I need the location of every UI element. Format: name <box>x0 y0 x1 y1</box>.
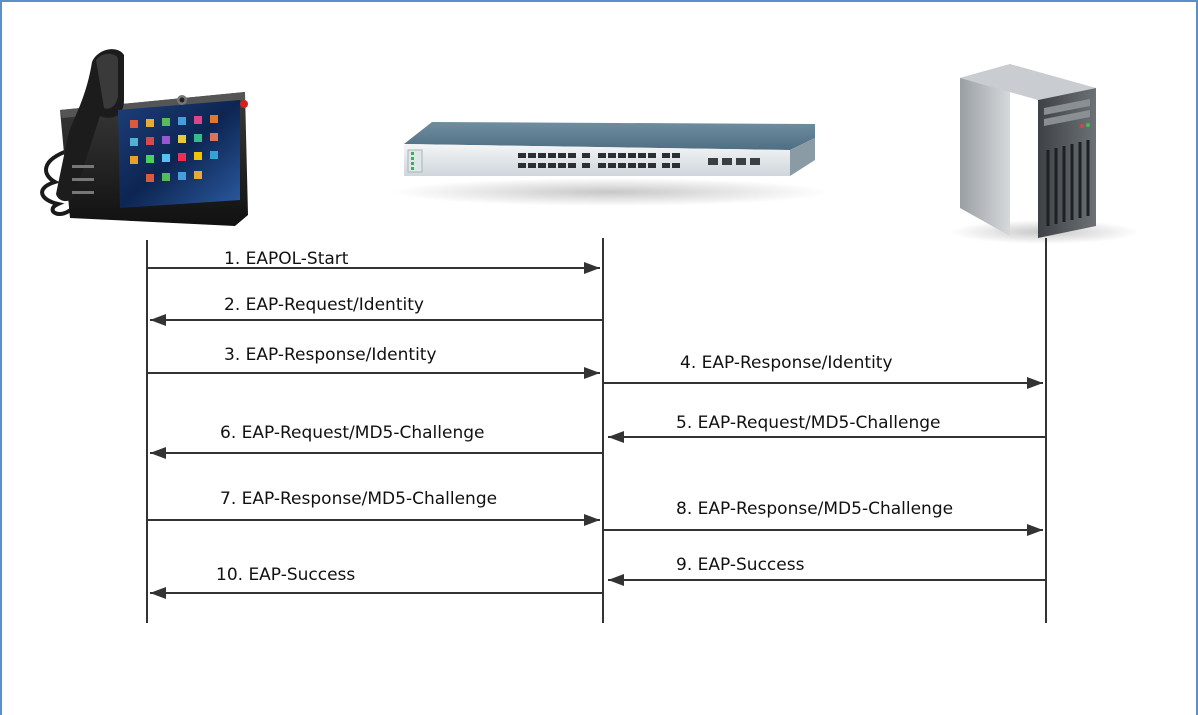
message-list: 1. EAPOL-Start 2. EAP-Request/Identity 3… <box>148 249 1045 599</box>
message-arrow: 10. EAP-Success <box>150 565 602 599</box>
message-label: 10. EAP-Success <box>216 565 355 585</box>
message-label: 4. EAP-Response/Identity <box>680 353 893 373</box>
message-label: 7. EAP-Response/MD5-Challenge <box>220 489 497 509</box>
message-label: 8. EAP-Response/MD5-Challenge <box>676 499 953 519</box>
message-arrow: 3. EAP-Response/Identity <box>148 345 600 379</box>
network-switch-icon <box>390 122 830 206</box>
message-label: 6. EAP-Request/MD5-Challenge <box>220 423 485 443</box>
message-label: 5. EAP-Request/MD5-Challenge <box>676 413 941 433</box>
message-arrow: 4. EAP-Response/Identity <box>604 353 1043 389</box>
message-label: 9. EAP-Success <box>676 555 805 575</box>
message-arrow: 1. EAPOL-Start <box>148 249 600 274</box>
message-arrow: 9. EAP-Success <box>608 555 1045 586</box>
message-arrow: 6. EAP-Request/MD5-Challenge <box>150 423 602 459</box>
message-arrow: 7. EAP-Response/MD5-Challenge <box>148 489 600 526</box>
ip-phone-icon <box>40 49 248 226</box>
server-tower-icon <box>950 64 1140 244</box>
message-arrow: 2. EAP-Request/Identity <box>150 295 602 326</box>
message-label: 1. EAPOL-Start <box>224 249 349 269</box>
message-arrow: 8. EAP-Response/MD5-Challenge <box>604 499 1043 536</box>
message-arrow: 5. EAP-Request/MD5-Challenge <box>608 413 1045 443</box>
message-label: 2. EAP-Request/Identity <box>224 295 424 315</box>
message-label: 3. EAP-Response/Identity <box>224 345 437 365</box>
lifelines <box>146 238 1047 623</box>
